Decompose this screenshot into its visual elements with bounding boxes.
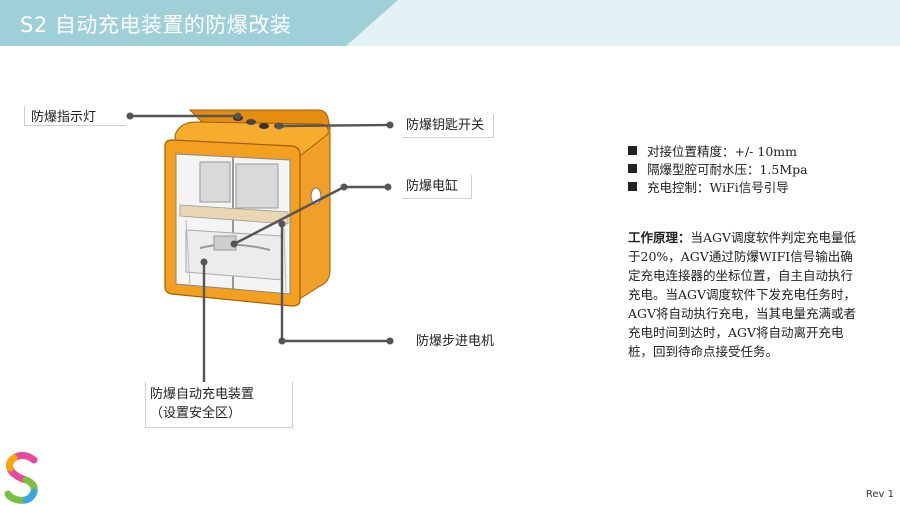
- square-bullet-icon: [628, 146, 637, 155]
- page-title: S2 自动充电装置的防爆改装: [20, 13, 292, 37]
- square-bullet-icon: [628, 182, 637, 191]
- spec-item: 对接位置精度：+/- 10mm: [628, 143, 808, 161]
- principle-body: 当AGV调度软件判定充电量低于20%，AGV通过防爆WIFI信号输出确定充电连接…: [628, 230, 857, 359]
- header-band: [0, 0, 900, 46]
- callout-charger-line1: 防爆自动充电装置: [150, 387, 255, 402]
- working-principle: 工作原理：当AGV调度软件判定充电量低于20%，AGV通过防爆WIFI信号输出确…: [628, 228, 860, 361]
- s-logo-icon: [4, 452, 38, 504]
- callout-indicator-light: 防爆指示灯: [24, 106, 126, 126]
- spec-text: 对接位置精度：+/- 10mm: [647, 144, 797, 159]
- spec-text: 隔爆型腔可耐水压：1.5Mpa: [647, 162, 808, 177]
- callout-cylinder: 防爆电缸: [402, 175, 472, 199]
- principle-heading: 工作原理：: [628, 230, 691, 245]
- callout-stepper-motor: 防爆步进电机: [416, 334, 495, 349]
- callout-key-switch: 防爆钥匙开关: [402, 114, 494, 138]
- spec-list: 对接位置精度：+/- 10mm 隔爆型腔可耐水压：1.5Mpa 充电控制：WiF…: [628, 143, 808, 197]
- callout-charger-line2: （设置安全区）: [150, 406, 242, 421]
- spec-text: 充电控制：WiFi信号引导: [647, 180, 789, 195]
- callout-charger-device: 防爆自动充电装置 （设置安全区）: [145, 382, 293, 428]
- revision-label: Rev 1: [865, 489, 894, 500]
- spec-item: 隔爆型腔可耐水压：1.5Mpa: [628, 161, 808, 179]
- spec-item: 充电控制：WiFi信号引导: [628, 179, 808, 197]
- square-bullet-icon: [628, 164, 637, 173]
